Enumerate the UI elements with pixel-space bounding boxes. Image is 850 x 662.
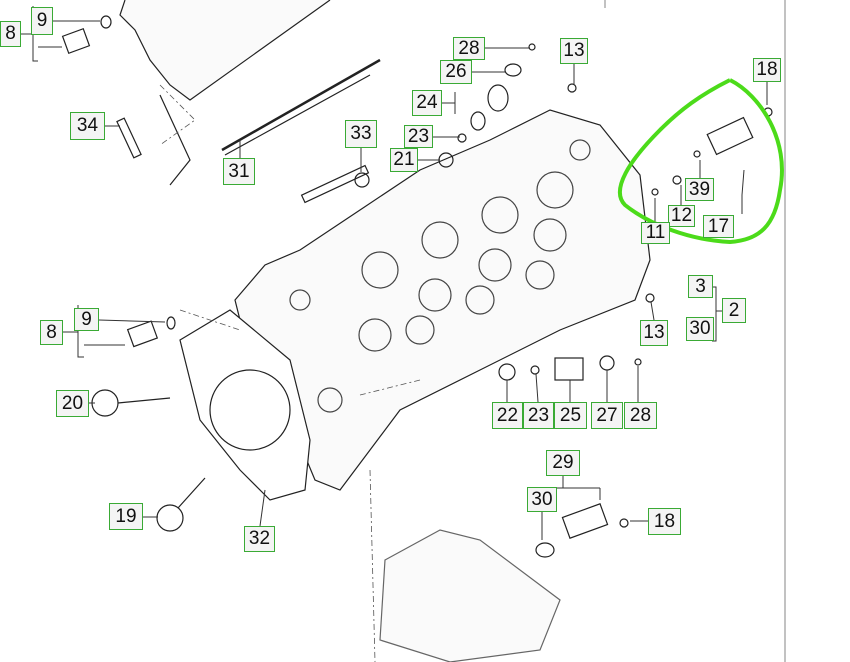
callout-28-lower[interactable]: 28 (624, 402, 657, 429)
callout-18[interactable]: 18 (753, 58, 781, 82)
callout-13-lower[interactable]: 13 (640, 320, 668, 346)
callout-19[interactable]: 19 (109, 503, 143, 530)
callout-34[interactable]: 34 (70, 112, 105, 140)
callout-32[interactable]: 32 (244, 526, 275, 552)
callout-31[interactable]: 31 (223, 158, 255, 185)
callout-28[interactable]: 28 (453, 37, 485, 60)
callout-33[interactable]: 33 (345, 120, 377, 148)
callout-30[interactable]: 30 (686, 317, 714, 341)
callout-30-lower[interactable]: 30 (527, 487, 557, 512)
callout-22[interactable]: 22 (492, 402, 523, 429)
callout-23[interactable]: 23 (404, 125, 433, 148)
callout-8-lower[interactable]: 8 (40, 320, 63, 345)
callout-8[interactable]: 8 (0, 21, 21, 47)
callout-25[interactable]: 25 (554, 402, 587, 429)
callout-29[interactable]: 29 (546, 450, 580, 476)
callout-26[interactable]: 26 (440, 60, 472, 84)
callout-12[interactable]: 12 (668, 205, 695, 227)
callout-27[interactable]: 27 (591, 402, 623, 429)
callout-21[interactable]: 21 (390, 148, 418, 172)
callout-13[interactable]: 13 (560, 38, 588, 64)
callout-9[interactable]: 9 (31, 7, 53, 35)
callout-20[interactable]: 20 (56, 390, 89, 417)
callout-18-lower[interactable]: 18 (648, 508, 681, 535)
callout-23-lower[interactable]: 23 (523, 402, 554, 429)
highlight-circle (618, 78, 784, 245)
cylinder-head (234, 109, 651, 491)
callout-39[interactable]: 39 (685, 178, 714, 201)
callout-11[interactable]: 11 (641, 222, 670, 244)
callout-17[interactable]: 17 (703, 215, 734, 238)
callout-2[interactable]: 2 (722, 298, 746, 323)
callout-24[interactable]: 24 (412, 90, 442, 116)
callout-9-lower[interactable]: 9 (74, 308, 99, 331)
callout-3[interactable]: 3 (688, 275, 713, 298)
